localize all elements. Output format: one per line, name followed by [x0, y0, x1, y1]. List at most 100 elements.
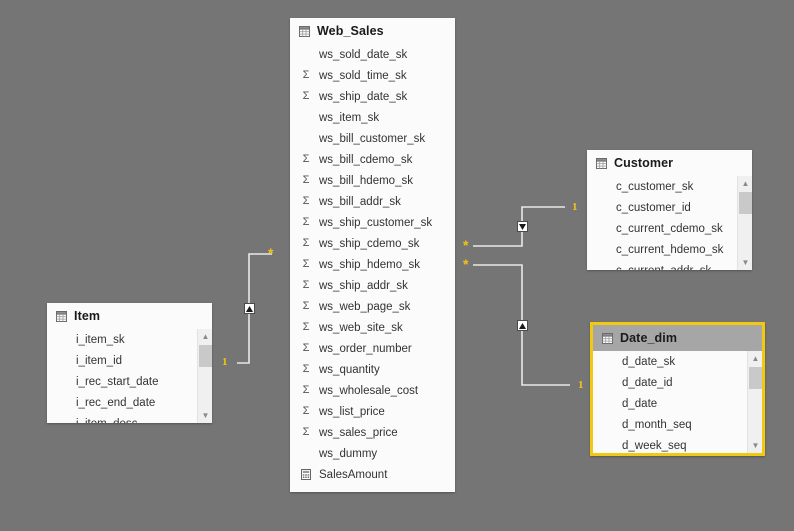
field-row[interactable]: Σ ws_bill_hdemo_sk [290, 170, 455, 191]
field-label: ws_bill_customer_sk [319, 132, 426, 145]
field-label: c_customer_sk [616, 180, 694, 193]
field-row[interactable]: ws_sold_date_sk [290, 44, 455, 65]
field-label: d_date_sk [622, 355, 676, 368]
field-list-web-sales[interactable]: ws_sold_date_sk Σ ws_sold_time_sk Σ ws_s… [290, 44, 455, 485]
field-row[interactable]: i_item_id [47, 350, 212, 371]
field-row[interactable]: Σ ws_ship_cdemo_sk [290, 233, 455, 254]
field-row[interactable]: Σ ws_sales_price [290, 422, 455, 443]
table-title: Date_dim [620, 331, 678, 345]
table-header-web-sales[interactable]: Web_Sales [290, 18, 455, 44]
table-card-customer[interactable]: Customer c_customer_sk c_customer_id c_c… [587, 150, 752, 270]
sigma-icon: Σ [302, 258, 310, 270]
field-label: ws_web_page_sk [319, 300, 411, 313]
field-label: d_week_seq [622, 439, 687, 452]
field-row[interactable]: Σ ws_sold_time_sk [290, 65, 455, 86]
scroll-up-icon[interactable]: ▲ [741, 178, 750, 188]
table-header-item[interactable]: Item [47, 303, 212, 329]
sigma-icon: Σ [302, 279, 310, 291]
field-label: ws_sold_time_sk [319, 69, 407, 82]
field-row[interactable]: Σ ws_web_page_sk [290, 296, 455, 317]
field-row[interactable]: Σ ws_wholesale_cost [290, 380, 455, 401]
field-row[interactable]: c_customer_id [587, 197, 752, 218]
field-list-customer[interactable]: c_customer_sk c_customer_id c_current_cd… [587, 176, 752, 270]
sigma-icon: Σ [302, 405, 310, 417]
sigma-icon: Σ [302, 153, 310, 165]
scroll-down-icon[interactable]: ▼ [201, 410, 210, 420]
field-label: ws_sold_date_sk [319, 48, 408, 61]
table-card-item[interactable]: Item i_item_sk i_item_id i_rec_start_dat… [47, 303, 212, 423]
table-card-web-sales[interactable]: Web_Sales ws_sold_date_sk Σ ws_sold_time… [290, 18, 455, 492]
scrollbar-thumb[interactable] [739, 192, 752, 214]
field-row[interactable]: d_date_sk [593, 351, 762, 372]
scrollbar-date-dim[interactable]: ▲ ▼ [747, 351, 762, 453]
field-row[interactable]: d_week_seq [593, 435, 762, 453]
field-row[interactable]: Σ ws_order_number [290, 338, 455, 359]
table-title: Web_Sales [317, 24, 384, 38]
field-list-date-dim[interactable]: d_date_sk d_date_id d_date d_month_seq d… [593, 351, 762, 453]
field-row[interactable]: Σ ws_ship_date_sk [290, 86, 455, 107]
sigma-icon: Σ [302, 321, 310, 333]
field-row[interactable]: Σ ws_ship_hdemo_sk [290, 254, 455, 275]
field-label: ws_bill_cdemo_sk [319, 153, 413, 166]
table-card-date-dim[interactable]: Date_dim d_date_sk d_date_id d_date d_mo… [590, 322, 765, 456]
field-row[interactable]: i_rec_end_date [47, 392, 212, 413]
field-label: SalesAmount [319, 468, 388, 481]
field-row[interactable]: c_current_cdemo_sk [587, 218, 752, 239]
scrollbar-customer[interactable]: ▲ ▼ [737, 176, 752, 270]
field-row[interactable]: Σ ws_bill_addr_sk [290, 191, 455, 212]
scroll-up-icon[interactable]: ▲ [751, 353, 760, 363]
scroll-down-icon[interactable]: ▼ [751, 440, 760, 450]
table-grid-icon [602, 332, 613, 344]
scrollbar-item[interactable]: ▲ ▼ [197, 329, 212, 423]
field-label: ws_ship_hdemo_sk [319, 258, 421, 271]
scrollbar-thumb[interactable] [749, 367, 762, 389]
field-label: c_customer_id [616, 201, 691, 214]
table-header-customer[interactable]: Customer [587, 150, 752, 176]
cardinality-label-websales-many-item: * [268, 245, 274, 261]
field-row[interactable]: ws_item_sk [290, 107, 455, 128]
table-header-date-dim[interactable]: Date_dim [593, 325, 762, 351]
field-row[interactable]: c_current_addr_sk [587, 260, 752, 271]
cardinality-label-customer-one: 1 [572, 201, 578, 213]
scroll-up-icon[interactable]: ▲ [201, 331, 210, 341]
field-label: c_current_cdemo_sk [616, 222, 723, 235]
sigma-icon: Σ [302, 342, 310, 354]
field-label: ws_web_site_sk [319, 321, 403, 334]
cardinality-label-datedim-one: 1 [578, 379, 584, 391]
field-label: ws_quantity [319, 363, 380, 376]
field-label: ws_ship_addr_sk [319, 279, 408, 292]
field-row[interactable]: d_date [593, 393, 762, 414]
field-row[interactable]: c_customer_sk [587, 176, 752, 197]
scroll-down-icon[interactable]: ▼ [741, 257, 750, 267]
field-label: ws_wholesale_cost [319, 384, 419, 397]
field-label: i_rec_end_date [76, 396, 156, 409]
sigma-icon: Σ [302, 300, 310, 312]
field-row[interactable]: Σ ws_list_price [290, 401, 455, 422]
field-row[interactable]: d_month_seq [593, 414, 762, 435]
field-row[interactable]: c_current_hdemo_sk [587, 239, 752, 260]
field-row[interactable]: Σ ws_bill_cdemo_sk [290, 149, 455, 170]
field-label: ws_bill_addr_sk [319, 195, 401, 208]
field-list-item[interactable]: i_item_sk i_item_id i_rec_start_date i_r… [47, 329, 212, 423]
filter-arrow-up-icon-websales-datedim[interactable] [517, 320, 528, 331]
field-row[interactable]: Σ ws_ship_customer_sk [290, 212, 455, 233]
field-row[interactable]: Σ ws_quantity [290, 359, 455, 380]
sigma-icon: Σ [302, 69, 310, 81]
field-row[interactable]: Σ ws_ship_addr_sk [290, 275, 455, 296]
field-row[interactable]: d_date_id [593, 372, 762, 393]
field-row[interactable]: i_item_sk [47, 329, 212, 350]
filter-arrow-up-icon-item-websales[interactable] [244, 303, 255, 314]
cardinality-label-item-one: 1 [222, 356, 228, 368]
sigma-icon: Σ [302, 237, 310, 249]
filter-arrow-down-icon-websales-customer[interactable] [517, 221, 528, 232]
field-row[interactable]: ws_dummy [290, 443, 455, 464]
scrollbar-thumb[interactable] [199, 345, 212, 367]
field-row[interactable]: SalesAmount [290, 464, 455, 485]
field-row[interactable]: i_rec_start_date [47, 371, 212, 392]
field-row[interactable]: ws_bill_customer_sk [290, 128, 455, 149]
table-grid-icon [56, 310, 67, 322]
field-row[interactable]: Σ ws_web_site_sk [290, 317, 455, 338]
field-row[interactable]: i_item_desc [47, 413, 212, 424]
field-label: ws_ship_cdemo_sk [319, 237, 420, 250]
